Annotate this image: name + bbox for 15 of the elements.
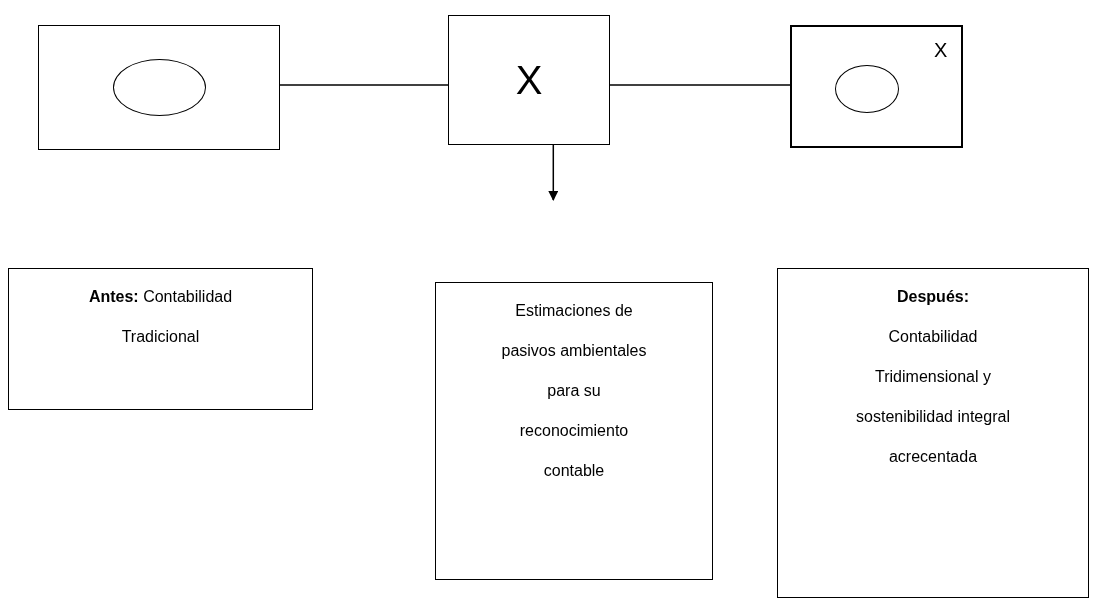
box-text: Contabilidad Tridimensional y sostenibilidad integral acrecentada [855,327,1011,467]
connector-line [609,84,791,86]
text-box [8,268,313,410]
text-box [448,15,610,145]
text-box [777,268,1089,598]
connector-line [279,84,449,86]
box [38,25,280,150]
box-text: Estimaciones de pasivos ambientales para su reconocimiento contable [500,301,648,481]
box-text: Antes: Contabilidad Tradicional [87,287,234,347]
text-box [790,25,963,148]
arrow [548,144,559,201]
box-heading: Después: [897,287,969,307]
node-label: X [934,39,948,62]
node-label: X [515,57,543,103]
text-box [435,282,713,580]
